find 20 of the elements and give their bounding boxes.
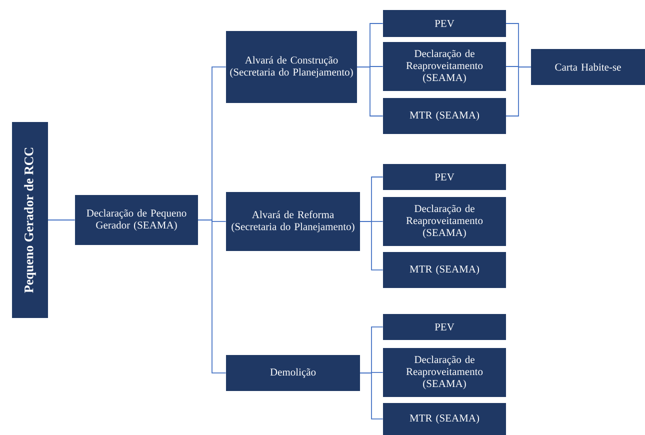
process-box: Demolição <box>226 354 360 391</box>
connector-line <box>356 66 384 116</box>
process-box: Declaração de Reaproveitamento (SEAMA) <box>383 348 506 397</box>
process-box: PEV <box>383 10 506 37</box>
process-box: Alvará de Reforma (Secretaria do Planejamento) <box>226 192 360 251</box>
process-box: PEV <box>383 314 506 340</box>
process-box: Pequeno Gerador de RCC <box>12 122 48 318</box>
process-box: Declaração de Pequeno Gerador (SEAMA) <box>75 194 198 245</box>
process-box: MTR (SEAMA) <box>383 252 506 288</box>
process-box: MTR (SEAMA) <box>383 98 506 134</box>
connector-line <box>506 66 532 116</box>
process-box: PEV <box>383 164 506 190</box>
process-box: MTR (SEAMA) <box>383 402 506 435</box>
connector-line <box>360 372 384 420</box>
process-box: Declaração de Reaproveitamento (SEAMA) <box>383 42 506 91</box>
connector-line <box>198 220 226 374</box>
process-box: Declaração de Reaproveitamento (SEAMA) <box>383 197 506 246</box>
process-box: Alvará de Construção (Secretaria do Planejamento) <box>226 31 357 103</box>
connector-line <box>360 221 384 270</box>
process-box: Carta Habite-se <box>531 49 645 85</box>
